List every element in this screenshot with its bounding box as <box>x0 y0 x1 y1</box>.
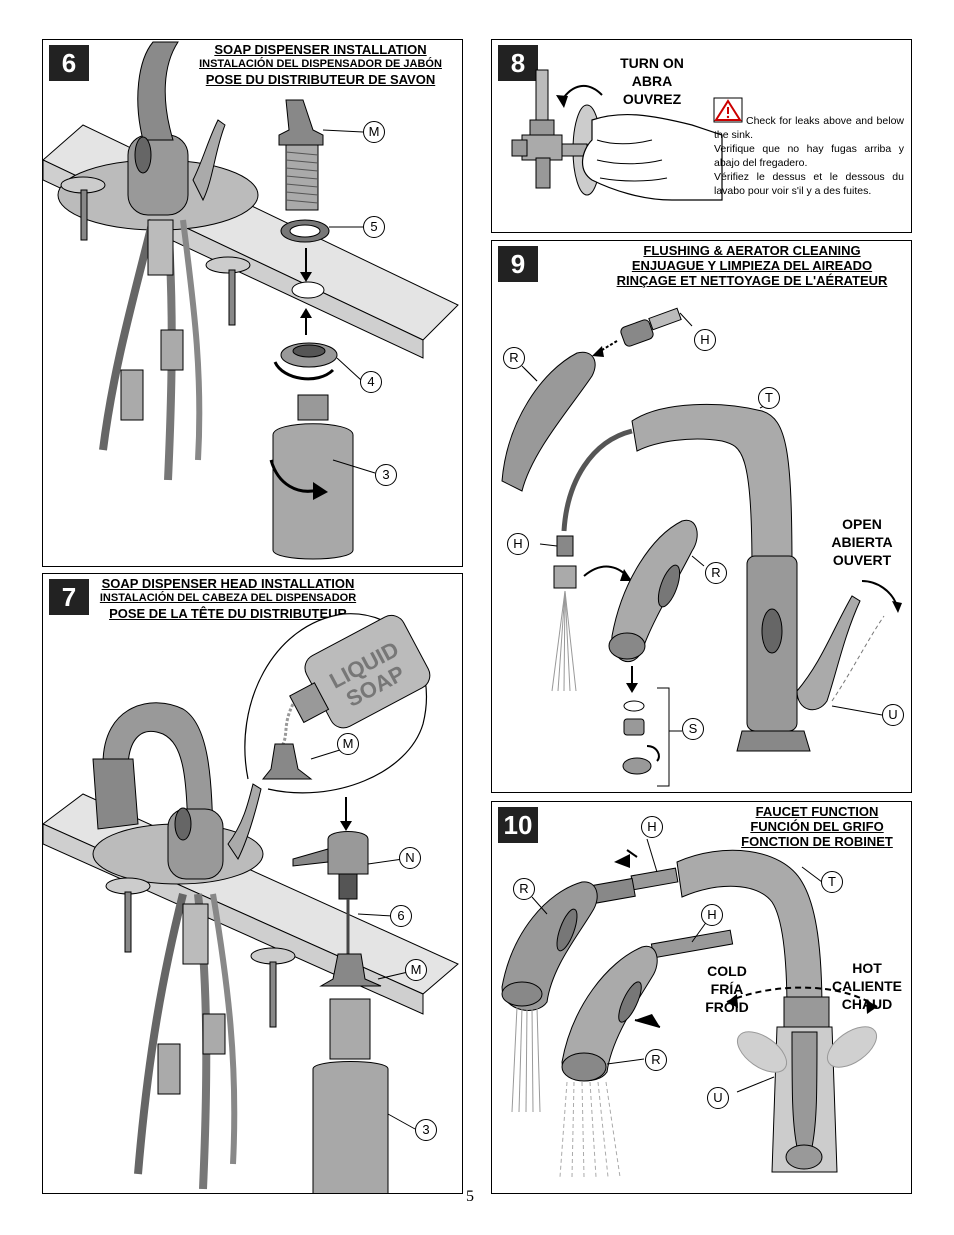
callout-5: 5 <box>363 216 385 238</box>
step-10-panel: 10 FAUCET FUNCTION FUNCIÓN DEL GRIFO FON… <box>491 801 912 1194</box>
step-10-title-es: FUNCIÓN DEL GRIFO <box>750 819 884 834</box>
step-9-title-en: FLUSHING & AERATOR CLEANING <box>643 243 861 258</box>
leak-warning: Check for leaks above and below the sink… <box>714 114 904 198</box>
step-7-number: 7 <box>49 579 89 615</box>
callout-r-mid: R <box>705 562 727 584</box>
step-7-illustration <box>43 613 459 1193</box>
callout-u: U <box>882 704 904 726</box>
step-6-title-en: SOAP DISPENSER INSTALLATION <box>214 42 427 57</box>
callout-t: T <box>758 387 780 409</box>
open-fr: OUVERT <box>832 552 892 568</box>
callout-h-top: H <box>641 816 663 838</box>
warning-fr: Vérifiez le dessus et le dessous du lava… <box>714 171 904 197</box>
step-7-title-en: SOAP DISPENSER HEAD INSTALLATION <box>101 576 355 591</box>
turn-on-es: ABRA <box>631 73 673 89</box>
callout-h-mid: H <box>507 533 529 555</box>
hot-en: HOT <box>852 960 882 976</box>
step-10-title: FAUCET FUNCTION FUNCIÓN DEL GRIFO FONCTI… <box>727 804 907 849</box>
step-6-panel: 6 SOAP DISPENSER INSTALLATION INSTALACIÓ… <box>42 39 463 567</box>
cold-es: FRÍA <box>710 981 744 997</box>
step-8-number: 8 <box>498 45 538 81</box>
step-10-title-fr: FONCTION DE ROBINET <box>741 834 893 849</box>
callout-t: T <box>821 871 843 893</box>
step-6-number: 6 <box>49 45 89 81</box>
step-9-panel: 9 FLUSHING & AERATOR CLEANING ENJUAGUE Y… <box>491 240 912 793</box>
step-7-title-es: INSTALACIÓN DEL CABEZA DEL DISPENSADOR <box>99 592 357 604</box>
cold-fr: FROID <box>705 999 749 1015</box>
open-en: OPEN <box>842 516 882 532</box>
callout-h-top: H <box>694 329 716 351</box>
warning-es: Verifique que no hay fugas arriba y abaj… <box>714 143 904 169</box>
step-10-number: 10 <box>498 807 538 843</box>
callout-r-mid: R <box>645 1049 667 1071</box>
step-6-title-es: INSTALACIÓN DEL DISPENSADOR DE JABÓN <box>199 58 442 70</box>
step-10-title-en: FAUCET FUNCTION <box>755 804 879 819</box>
page-number: 5 <box>466 1188 474 1205</box>
hot-fr: CHAUD <box>841 996 893 1012</box>
turn-on-fr: OUVREZ <box>622 91 682 107</box>
open-es: ABIERTA <box>831 534 893 550</box>
step-9-number: 9 <box>498 246 538 282</box>
step-9-title-es: ENJUAGUE Y LIMPIEZA DEL AIREADO <box>631 258 873 273</box>
step-8-panel: 8 TURN ON ABRA OUVREZ Check for leaks ab… <box>491 39 912 233</box>
step-9-title: FLUSHING & AERATOR CLEANING ENJUAGUE Y L… <box>597 243 907 288</box>
step-8-illustration <box>511 69 743 201</box>
open-label: OPEN ABIERTA OUVERT <box>817 515 907 569</box>
callout-m: M <box>363 121 385 143</box>
step-6-title: SOAP DISPENSER INSTALLATION INSTALACIÓN … <box>178 42 462 87</box>
turn-on-en: TURN ON <box>620 55 684 71</box>
step-7-panel: 7 SOAP DISPENSER HEAD INSTALLATION INSTA… <box>42 573 463 1194</box>
callout-m-inset: M <box>337 733 359 755</box>
callout-u: U <box>707 1087 729 1109</box>
step-9-title-fr: RINÇAGE ET NETTOYAGE DE L'AÉRATEUR <box>616 273 888 288</box>
step-7-title: SOAP DISPENSER HEAD INSTALLATION INSTALA… <box>78 576 378 621</box>
hot-label: HOT CALIENTE CHAUD <box>817 959 911 1013</box>
cold-en: COLD <box>707 963 747 979</box>
step-6-illustration <box>43 41 459 560</box>
step-6-title-fr: POSE DU DISTRIBUTEUR DE SAVON <box>205 72 436 87</box>
step-7-title-fr: POSE DE LA TÊTE DU DISTRIBUTEUR <box>109 606 347 621</box>
warning-en: Check for leaks above and below the sink… <box>714 115 904 141</box>
step-10-illustration <box>501 838 878 1178</box>
callout-r-top: R <box>503 347 525 369</box>
hot-es: CALIENTE <box>832 978 902 994</box>
callout-r-top: R <box>513 878 535 900</box>
callout-n: N <box>399 847 421 869</box>
step-9-illustration <box>501 307 902 787</box>
cold-label: COLD FRÍA FROID <box>692 962 762 1016</box>
callout-m: M <box>405 959 427 981</box>
callout-4: 4 <box>360 371 382 393</box>
turn-on-label: TURN ON ABRA OUVREZ <box>602 54 702 108</box>
callout-6: 6 <box>390 905 412 927</box>
callout-h-mid: H <box>701 904 723 926</box>
callout-3: 3 <box>375 464 397 486</box>
callout-s: S <box>682 718 704 740</box>
callout-3: 3 <box>415 1119 437 1141</box>
